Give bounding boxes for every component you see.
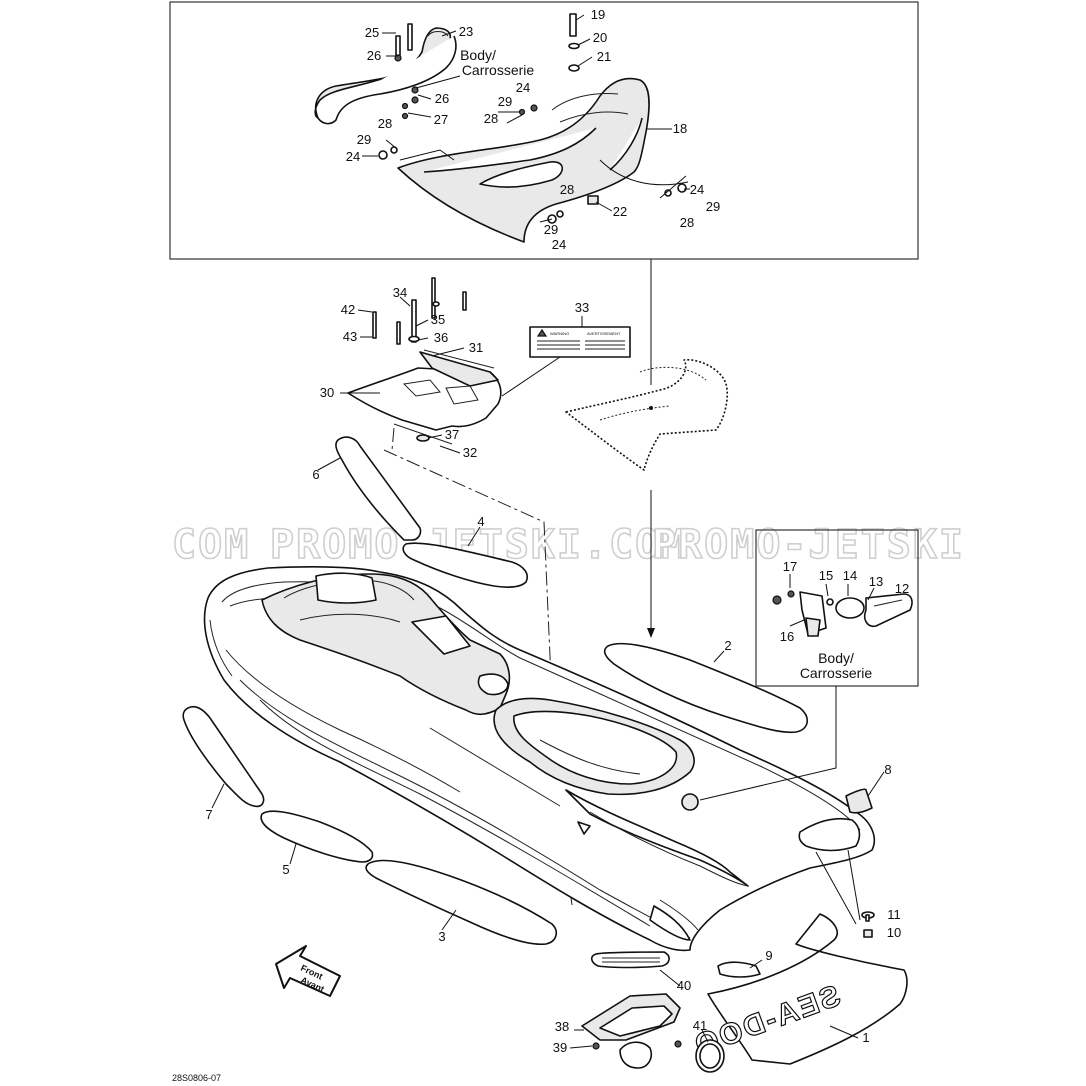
callout-1: 1 bbox=[862, 1030, 869, 1045]
handle-hardware-part bbox=[772, 590, 913, 637]
glovebox-assembly bbox=[347, 277, 502, 445]
storage-bin-part bbox=[581, 951, 725, 1073]
callout-9: 9 bbox=[765, 948, 772, 963]
callout-24c: 24 bbox=[552, 237, 566, 252]
callout-11: 11 bbox=[887, 907, 901, 922]
callout-15: 15 bbox=[819, 568, 833, 583]
top-body-label-line2: Carrosserie bbox=[462, 62, 535, 78]
callout-41: 41 bbox=[693, 1018, 707, 1033]
callout-32: 32 bbox=[463, 445, 477, 460]
callout-4: 4 bbox=[477, 514, 484, 529]
decal-9 bbox=[717, 961, 761, 978]
callout-37: 37 bbox=[445, 427, 459, 442]
callout-29c: 29 bbox=[544, 222, 558, 237]
callout-39: 39 bbox=[553, 1040, 567, 1055]
reference-arrowhead bbox=[647, 628, 655, 638]
callout-38: 38 bbox=[555, 1019, 569, 1034]
callout-13: 13 bbox=[869, 574, 883, 589]
decal-7 bbox=[182, 705, 265, 808]
callout-3: 3 bbox=[438, 929, 445, 944]
top-leaders bbox=[362, 14, 690, 223]
right-detail-callouts: 17 15 14 13 12 16 Body/ Carrosserie bbox=[780, 559, 909, 681]
glovebox-callouts: 34 42 35 43 36 33 31 30 37 32 bbox=[320, 285, 589, 460]
callout-5: 5 bbox=[282, 862, 289, 877]
right-body-label-line2: Carrosserie bbox=[800, 665, 873, 681]
callout-40: 40 bbox=[677, 978, 691, 993]
top-callouts: 25 26 23 19 20 21 26 27 24 29 28 18 28 2… bbox=[346, 7, 720, 252]
decal-8 bbox=[845, 788, 873, 814]
callout-10: 10 bbox=[887, 925, 901, 940]
callout-26: 26 bbox=[367, 48, 381, 63]
watermark: COM PROMO-JETSKI.COM PROMO-JETSKI bbox=[171, 521, 965, 569]
callout-28d: 28 bbox=[680, 215, 694, 230]
callout-26b: 26 bbox=[435, 91, 449, 106]
callout-19: 19 bbox=[591, 7, 605, 22]
callout-31: 31 bbox=[469, 340, 483, 355]
watermark-left: COM bbox=[172, 522, 250, 568]
deck-reference-view bbox=[565, 359, 729, 471]
front-arrow: Front Avant bbox=[275, 945, 341, 997]
top-body-label-line1: Body/ bbox=[460, 47, 496, 63]
callout-24a: 24 bbox=[516, 80, 530, 95]
top-detail-frame bbox=[169, 1, 919, 260]
callout-43: 43 bbox=[343, 329, 357, 344]
callout-17: 17 bbox=[783, 559, 797, 574]
callout-29b: 29 bbox=[357, 132, 371, 147]
callout-29d: 29 bbox=[706, 199, 720, 214]
callout-22: 22 bbox=[613, 204, 627, 219]
callout-28c: 28 bbox=[560, 182, 574, 197]
decal-3 bbox=[365, 859, 558, 946]
callout-29a: 29 bbox=[498, 94, 512, 109]
callout-42: 42 bbox=[341, 302, 355, 317]
decal-2 bbox=[603, 642, 808, 734]
callout-25: 25 bbox=[365, 25, 379, 40]
right-detail-leaders bbox=[699, 574, 904, 801]
callout-21: 21 bbox=[597, 49, 611, 64]
warning-label-left: WARNING bbox=[550, 331, 569, 336]
watermark-right: PROMO-JETSKI bbox=[652, 522, 965, 568]
seat-cover-part bbox=[314, 27, 457, 125]
main-hull-part bbox=[203, 566, 876, 952]
callout-2: 2 bbox=[724, 638, 731, 653]
decal-1 bbox=[707, 913, 908, 1065]
callout-34: 34 bbox=[393, 285, 407, 300]
callout-24b: 24 bbox=[346, 149, 360, 164]
decal-4 bbox=[402, 542, 528, 588]
watermark-center: PROMO-JETSKI.COM bbox=[270, 522, 687, 568]
fastener-set-top bbox=[378, 13, 687, 224]
decal-6 bbox=[335, 436, 422, 541]
warning-label: WARNING AVERTISSEMENT bbox=[529, 326, 631, 358]
callout-16: 16 bbox=[780, 629, 794, 644]
callout-33: 33 bbox=[575, 300, 589, 315]
callout-18: 18 bbox=[673, 121, 687, 136]
callout-30: 30 bbox=[320, 385, 334, 400]
callout-6: 6 bbox=[312, 467, 319, 482]
callout-36: 36 bbox=[434, 330, 448, 345]
main-leaders bbox=[211, 457, 885, 1049]
callout-12: 12 bbox=[895, 581, 909, 596]
callout-28b: 28 bbox=[378, 116, 392, 131]
callout-14: 14 bbox=[843, 568, 857, 583]
warning-label-right: AVERTISSEMENT bbox=[587, 331, 621, 336]
callout-23: 23 bbox=[459, 24, 473, 39]
callout-8: 8 bbox=[884, 762, 891, 777]
right-detail-frame bbox=[755, 529, 919, 687]
callout-24d: 24 bbox=[690, 182, 704, 197]
callout-20: 20 bbox=[593, 30, 607, 45]
rear-deck-part bbox=[397, 77, 650, 243]
decal-5 bbox=[260, 810, 374, 863]
nose-hardware bbox=[815, 849, 875, 938]
callout-27: 27 bbox=[434, 112, 448, 127]
right-body-label-line1: Body/ bbox=[818, 650, 854, 666]
callout-35: 35 bbox=[431, 312, 445, 327]
main-callouts: 6 4 2 8 7 5 3 11 10 9 40 38 41 1 39 bbox=[205, 467, 901, 1055]
callout-28a: 28 bbox=[484, 111, 498, 126]
drawing-code: 28S0806-07 bbox=[172, 1073, 221, 1083]
callout-7: 7 bbox=[205, 807, 212, 822]
